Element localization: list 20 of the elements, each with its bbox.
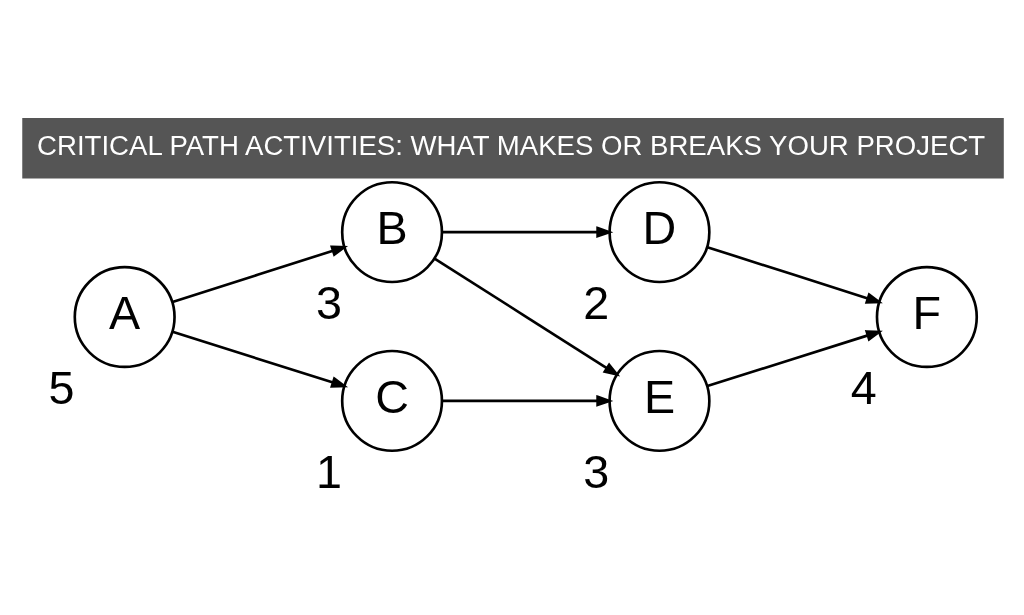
node-circle: A bbox=[72, 265, 176, 369]
node-label: 3 bbox=[315, 277, 342, 330]
node-label: 2 bbox=[582, 277, 609, 330]
node-circle: F bbox=[875, 265, 978, 369]
node-circle: C bbox=[340, 349, 443, 453]
arrow bbox=[171, 245, 348, 304]
arrow bbox=[706, 330, 883, 388]
node-label: 3 bbox=[582, 446, 609, 499]
node-circle: B bbox=[340, 180, 443, 284]
node-circle: E bbox=[607, 349, 711, 453]
arrow bbox=[433, 257, 620, 377]
node-label: 5 bbox=[48, 362, 75, 415]
node-circle: D bbox=[607, 180, 711, 284]
arrow bbox=[441, 226, 613, 239]
node-label: 1 bbox=[315, 446, 342, 499]
diagram-title: CRITICAL PATH ACTIVITIES: WHAT MAKES OR BREAKS YOUR PROJECT bbox=[36, 130, 985, 162]
node-label: 4 bbox=[850, 362, 877, 415]
arrow bbox=[171, 330, 348, 388]
arrow bbox=[706, 245, 883, 304]
arrow bbox=[441, 394, 613, 407]
